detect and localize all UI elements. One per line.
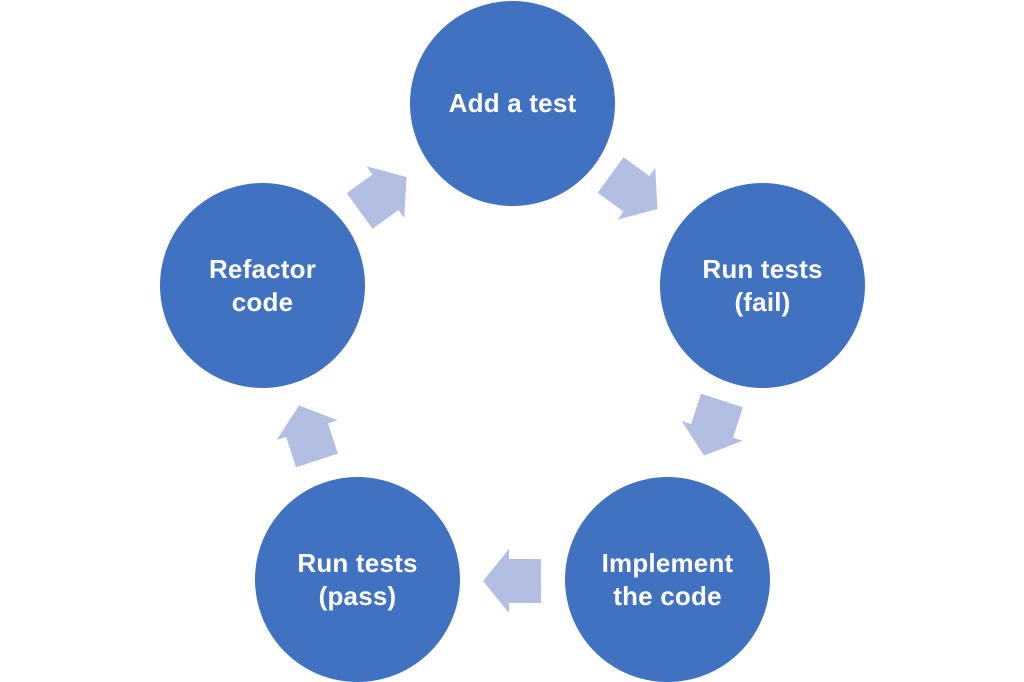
node-implement-the-code-label-line2: the code <box>613 580 722 611</box>
node-refactor-code-label-line1: Refactor <box>208 253 317 284</box>
node-implement-the-code: Implement the code <box>565 477 770 682</box>
node-implement-the-code-label-line1: Implement <box>601 547 734 578</box>
block-arrow-icon <box>276 405 338 468</box>
arrow-run-tests-fail-to-implement-the-code <box>674 391 753 466</box>
arrow-implement-the-code-to-run-tests-pass <box>483 549 541 613</box>
node-run-tests-fail: Run tests (fail) <box>660 183 865 388</box>
node-run-tests-pass-label-line1: Run tests <box>297 547 418 578</box>
node-add-a-test-label-line1: Add a test <box>448 88 577 118</box>
arrow-add-a-test-to-run-tests-fail <box>592 149 677 235</box>
arrow-refactor-code-to-add-a-test <box>341 151 426 237</box>
block-arrow-icon <box>483 549 541 613</box>
node-run-tests-fail-label-line2: (fail) <box>734 286 791 317</box>
node-refactor-code: Refactor code <box>160 183 365 388</box>
node-run-tests-pass: Run tests (pass) <box>255 477 460 682</box>
block-arrow-icon <box>597 157 658 220</box>
node-run-tests-pass-label-line2: (pass) <box>318 580 397 611</box>
block-arrow-icon <box>681 393 743 456</box>
block-arrow-icon <box>346 166 407 229</box>
node-refactor-code-label-line2: code <box>231 286 294 317</box>
node-add-a-test: Add a test <box>410 1 615 206</box>
node-run-tests-fail-label-line1: Run tests <box>702 253 823 284</box>
arrow-run-tests-pass-to-refactor-code <box>269 396 348 471</box>
